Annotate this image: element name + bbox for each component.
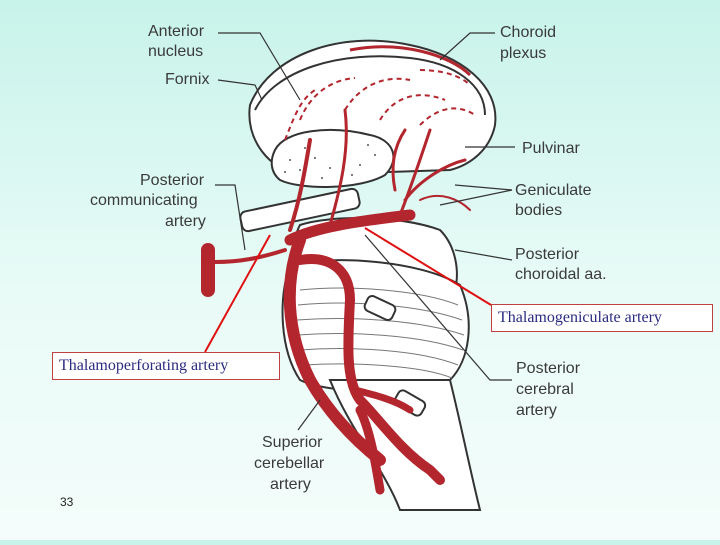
pointer-choroid-plexus [439, 32, 495, 61]
basilar-artery [283, 234, 386, 466]
optic-stub [363, 295, 397, 321]
thalamoperforating-branch [288, 138, 312, 232]
dashed-arteries [284, 69, 476, 141]
label-superior-cerebellar-2: cerebellar [254, 455, 325, 472]
cerebral-branch [351, 386, 414, 414]
label-fornix: Fornix [165, 71, 209, 88]
label-pcomm-1: Posterior [140, 172, 205, 189]
label-geniculate-1: Geniculate [515, 182, 592, 199]
pointer-superior-cerebellar [297, 399, 321, 431]
pointer-lines [215, 32, 515, 431]
label-choroid-plexus-1: Choroid [500, 24, 556, 41]
thalamus [270, 129, 395, 188]
pointer-posterior-communicating [215, 184, 246, 251]
brain-outline [248, 39, 497, 188]
label-pcomm-2: communicating [90, 192, 198, 209]
label-anterior-nucleus-2: nucleus [148, 43, 203, 60]
label-posterior-choroidal-2: choroidal aa. [515, 266, 607, 283]
label-posterior-cerebral-3: artery [516, 402, 557, 419]
corpus-callosum [254, 55, 486, 116]
arteries [201, 108, 471, 495]
thalamic-branch-3 [403, 158, 467, 202]
thalamic-branch-4 [391, 128, 407, 192]
pointer-fornix [217, 79, 263, 101]
left-vessel-branch [213, 248, 287, 264]
label-geniculate-2: bodies [515, 202, 562, 219]
posterior-cerebral-artery [284, 209, 416, 246]
label-posterior-choroidal-1: Posterior [515, 246, 580, 263]
pointer-posterior-choroidal [454, 249, 513, 261]
label-posterior-cerebral-2: cerebral [516, 381, 574, 398]
anatomy-labels: Anterior nucleus Fornix Choroid plexus P… [90, 23, 607, 493]
label-superior-cerebellar-3: artery [270, 476, 311, 493]
superior-cerebellar-artery [295, 254, 445, 485]
callout-thalamoperforating: Thalamoperforating artery [52, 352, 280, 380]
thalamic-branch-2 [398, 128, 432, 217]
label-choroid-plexus-2: plexus [500, 45, 546, 62]
pointer-posterior-cerebral [364, 234, 512, 381]
label-pcomm-3: artery [165, 213, 206, 230]
choroid-plexus [349, 45, 472, 77]
label-superior-cerebellar-1: Superior [262, 434, 323, 451]
thalamic-branch-1 [328, 108, 348, 227]
choroidal-branch [419, 194, 471, 211]
callout-line-thalamoperforating [204, 234, 271, 353]
label-posterior-cerebral-1: Posterior [516, 360, 581, 377]
callout-line-thalamogeniculate [364, 227, 492, 306]
pointer-anterior-nucleus [218, 32, 301, 101]
superior-cerebellar-branch [355, 405, 385, 495]
label-pulvinar: Pulvinar [522, 140, 580, 157]
callout-thalamogeniculate: Thalamogeniculate artery [491, 304, 713, 332]
callout-lines [204, 227, 492, 353]
pointer-geniculate-2 [439, 189, 513, 206]
slide-number: 33 [60, 495, 74, 509]
pointer-geniculate-1 [454, 184, 513, 191]
label-anterior-nucleus-1: Anterior [148, 23, 205, 40]
